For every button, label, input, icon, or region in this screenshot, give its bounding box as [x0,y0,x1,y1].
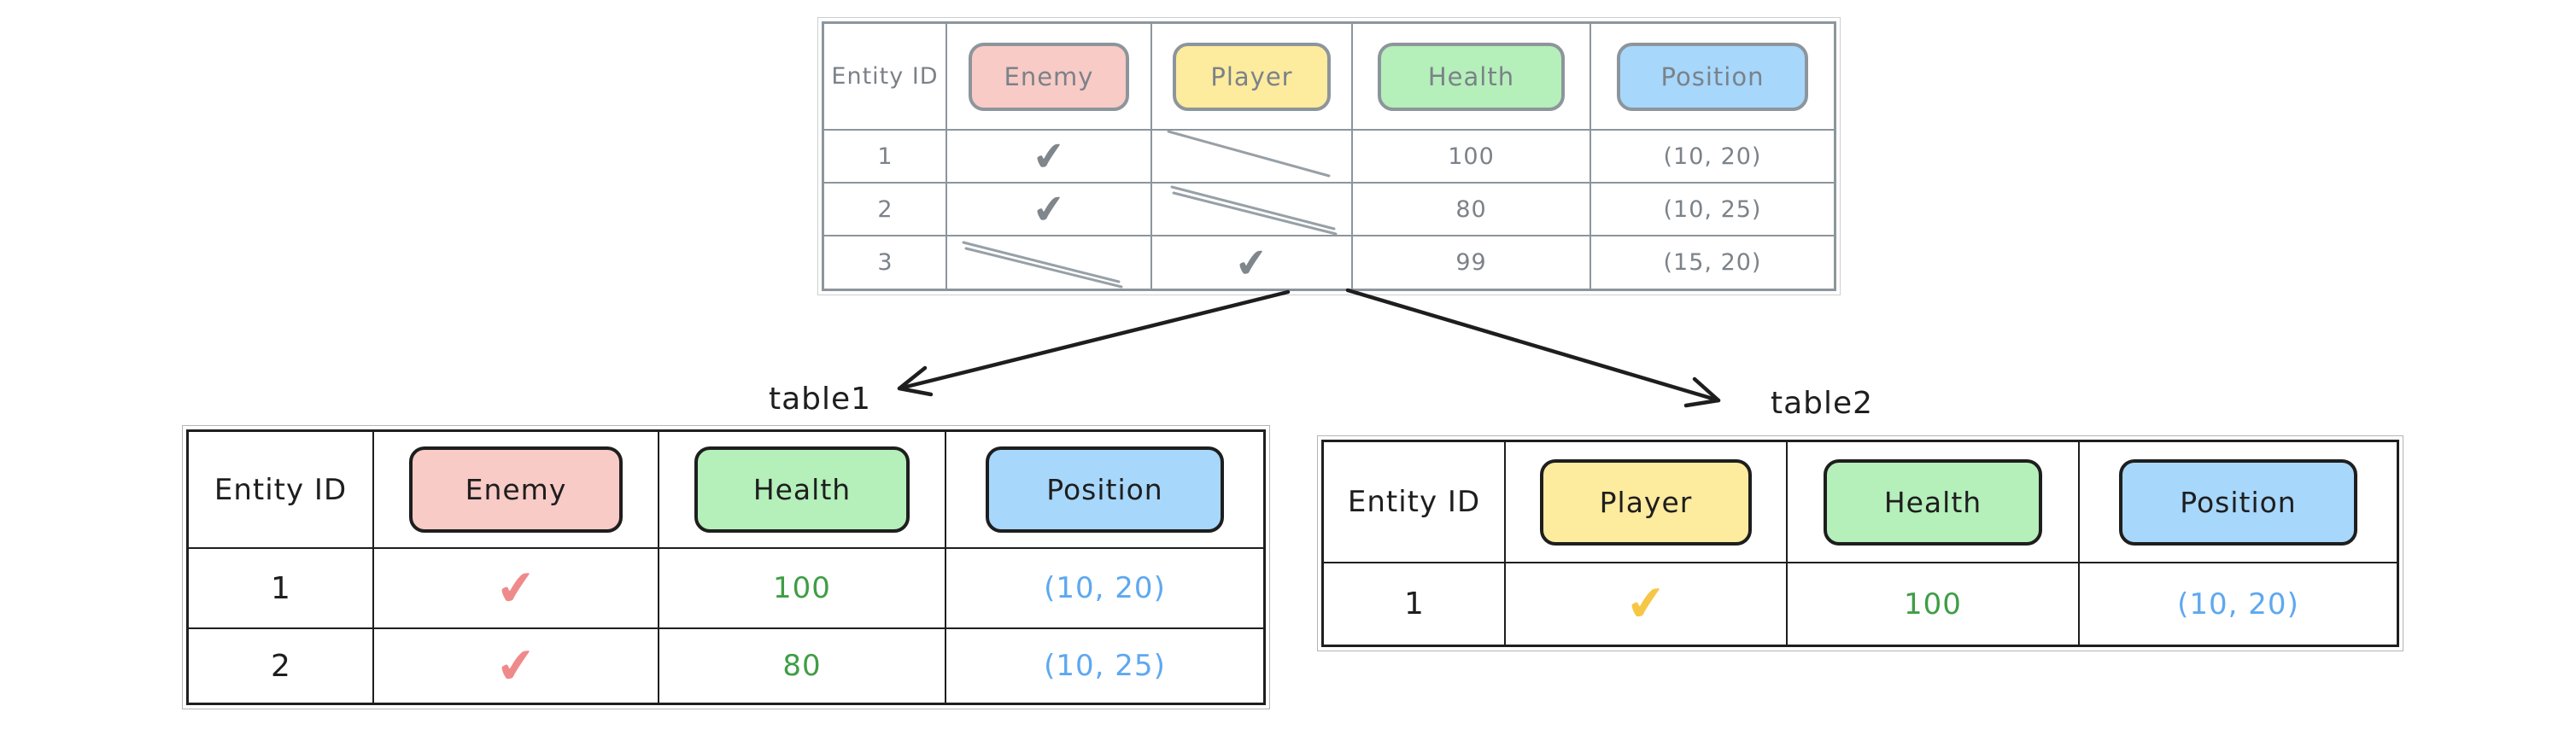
cell-value: 2 [877,195,893,223]
position-badge[interactable]: Position [986,446,1224,533]
cell-value: 1 [271,570,290,606]
cell-value: (10, 25) [1044,649,1166,683]
cell-value: 99 [1455,249,1487,276]
cell-value: 100 [1904,586,1962,621]
split-arrow-left[interactable] [897,289,1291,391]
check-icon: ✔ [1232,237,1271,288]
badge-label: Enemy [465,473,567,506]
check-icon: ✔ [1030,131,1068,181]
t2-header-position: Position [2078,442,2397,562]
split-arrow-right[interactable] [1345,288,1721,403]
header-label: Entity ID [214,472,348,507]
cell-value: 3 [877,249,893,276]
t2-r1-position: (10, 20) [2078,562,2397,645]
badge-label: Position [1660,61,1765,91]
source-r2-health: 80 [1351,182,1590,235]
arrowhead-left-icon [897,365,934,397]
t1-header-health: Health [658,432,945,547]
check-icon: ✔ [1030,184,1068,234]
t1-r2-position: (10, 25) [945,627,1263,703]
cell-value: (10, 20) [2177,586,2299,621]
t1-header-enemy: Enemy [372,432,658,547]
t2-header-entity-id: Entity ID [1324,442,1504,562]
t1-r2-health: 80 [658,627,945,703]
enemy-badge[interactable]: Enemy [968,42,1130,111]
source-table[interactable]: Entity ID Enemy Player Health Position 1… [817,17,1841,295]
source-r1-enemy: ✔ [946,129,1150,182]
t2-r1-player: ✔ [1504,562,1786,645]
badge-label: Health [1427,61,1515,91]
source-r3-enemy-empty [946,235,1150,289]
t2-r1-id: 1 [1324,562,1504,645]
source-r3-id: 3 [824,235,946,289]
cell-value: 100 [773,571,831,605]
cell-value: 2 [271,648,290,684]
t1-r1-position: (10, 20) [945,547,1263,627]
source-r3-health: 99 [1351,235,1590,289]
cell-value: 1 [877,143,893,170]
badge-label: Health [752,473,852,506]
t1-r1-id: 1 [189,547,372,627]
source-header-health: Health [1351,24,1590,129]
cell-value: 1 [1404,586,1424,621]
t2-header-health: Health [1786,442,2078,562]
source-r3-player: ✔ [1150,235,1351,289]
health-badge[interactable]: Health [1378,42,1565,111]
source-header-player: Player [1150,24,1351,129]
t1-header-position: Position [945,432,1263,547]
table2-label[interactable]: table2 [1770,386,1874,421]
position-badge[interactable]: Position [1617,42,1808,111]
cell-value: (10, 20) [1663,143,1762,170]
source-r2-id: 2 [824,182,946,235]
player-badge[interactable]: Player [1172,42,1332,111]
t1-r1-health: 100 [658,547,945,627]
cell-value: (15, 20) [1663,249,1762,276]
badge-label: Health [1883,485,1982,519]
cell-value: 100 [1448,143,1495,170]
badge-label: Enemy [1004,61,1094,91]
health-badge[interactable]: Health [1823,458,2043,546]
badge-label: Player [1210,61,1293,91]
check-icon: ✔ [493,558,539,618]
position-badge[interactable]: Position [2119,458,2357,546]
source-header-enemy: Enemy [946,24,1150,129]
source-r2-player-empty [1150,182,1351,235]
source-r3-position: (15, 20) [1590,235,1834,289]
table2[interactable]: Entity ID Player Health Position 1 ✔ 100… [1317,435,2403,651]
t1-r2-id: 2 [189,627,372,703]
source-header-entity-id: Entity ID [824,24,946,129]
arrowhead-right-icon [1683,376,1721,408]
header-label: Entity ID [1347,485,1481,519]
source-r1-position: (10, 20) [1590,129,1834,182]
check-icon: ✔ [493,636,539,696]
cell-value: 80 [782,649,822,683]
header-label: Entity ID [831,63,939,90]
t2-header-player: Player [1504,442,1786,562]
t1-header-entity-id: Entity ID [189,432,372,547]
badge-label: Position [2180,485,2297,519]
cell-value: (10, 20) [1044,571,1166,605]
cell-value: 80 [1455,195,1487,223]
badge-label: Position [1046,473,1163,506]
player-badge[interactable]: Player [1540,458,1752,546]
source-r1-id: 1 [824,129,946,182]
badge-label: Player [1599,485,1693,519]
t1-r2-enemy: ✔ [372,627,658,703]
table1-label[interactable]: table1 [768,382,872,417]
t2-r1-health: 100 [1786,562,2078,645]
t1-r1-enemy: ✔ [372,547,658,627]
health-badge[interactable]: Health [694,446,910,533]
source-r1-player-empty [1150,129,1351,182]
table1[interactable]: Entity ID Enemy Health Position 1 ✔ 100 … [182,425,1270,709]
enemy-badge[interactable]: Enemy [408,446,624,533]
source-r1-health: 100 [1351,129,1590,182]
source-r2-position: (10, 25) [1590,182,1834,235]
cell-value: (10, 25) [1663,195,1762,223]
source-r2-enemy: ✔ [946,182,1150,235]
source-header-position: Position [1590,24,1834,129]
check-icon: ✔ [1623,574,1669,634]
